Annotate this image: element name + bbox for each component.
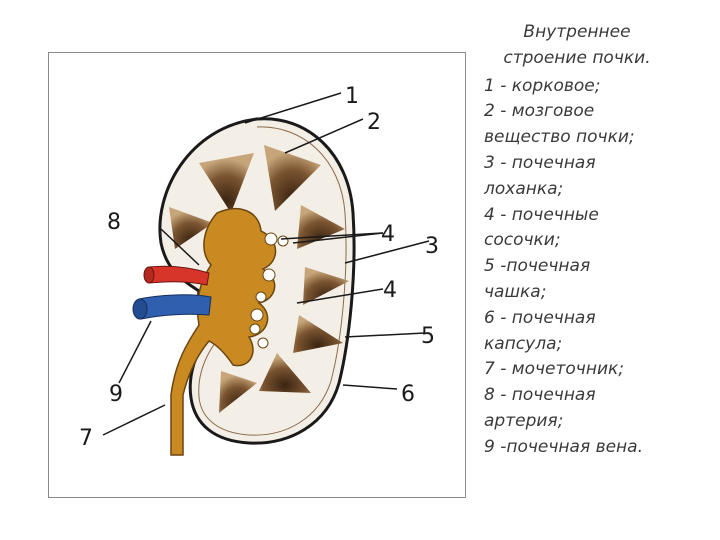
- legend: Внутреннее строение почки. 1 - корковое;…: [484, 20, 716, 461]
- legend-item: капсула;: [484, 333, 563, 354]
- legend-title: Внутреннее строение почки.: [488, 20, 666, 72]
- legend-title-line2: строение почки.: [503, 47, 651, 68]
- callout-4-lower: 4: [383, 278, 397, 303]
- callout-2: 2: [367, 110, 381, 135]
- callout-3: 3: [425, 234, 439, 259]
- callout-4-upper: 4: [381, 222, 395, 247]
- callout-numbers: 1 2 4 3 4 5 6 7 8 9: [79, 84, 439, 451]
- legend-item: лоханка;: [484, 178, 564, 199]
- callout-6: 6: [401, 382, 415, 407]
- legend-title-line1: Внутреннее: [523, 22, 631, 42]
- renal-papillae: [249, 232, 289, 349]
- legend-list: 1 - корковое; 2 - мозговое вещество почк…: [484, 74, 716, 461]
- renal-artery: [148, 265, 210, 286]
- callout-7: 7: [79, 426, 93, 451]
- legend-item: сосочки;: [484, 230, 561, 251]
- callout-9: 9: [109, 382, 123, 407]
- renal-vein: [138, 294, 212, 320]
- leader-lines: [102, 92, 430, 436]
- callout-8: 8: [107, 210, 121, 235]
- legend-item: 2 - мозговое: [484, 101, 595, 122]
- legend-item: 3 - почечная: [484, 152, 596, 173]
- kidney-figure: 1 2 4 3 4 5 6 7 8 9: [48, 52, 466, 498]
- callout-1: 1: [345, 84, 359, 109]
- legend-item: артерия;: [484, 410, 564, 431]
- legend-item: чашка;: [484, 281, 547, 302]
- kidney-illustration: 1 2 4 3 4 5 6 7 8 9: [79, 84, 439, 456]
- legend-item: вещество почки;: [484, 127, 635, 148]
- callout-5: 5: [421, 324, 435, 349]
- legend-item: 5 -почечная: [484, 256, 591, 277]
- legend-item: 6 - почечная: [484, 307, 596, 328]
- legend-item: 7 - мочеточник;: [484, 359, 624, 380]
- legend-item: 1 - корковое;: [484, 75, 601, 96]
- legend-item: 4 - почечные: [484, 204, 599, 225]
- legend-item: 8 - почечная: [484, 385, 596, 406]
- medullary-pyramids: [169, 145, 349, 413]
- legend-item: 9 -почечная вена.: [484, 436, 643, 457]
